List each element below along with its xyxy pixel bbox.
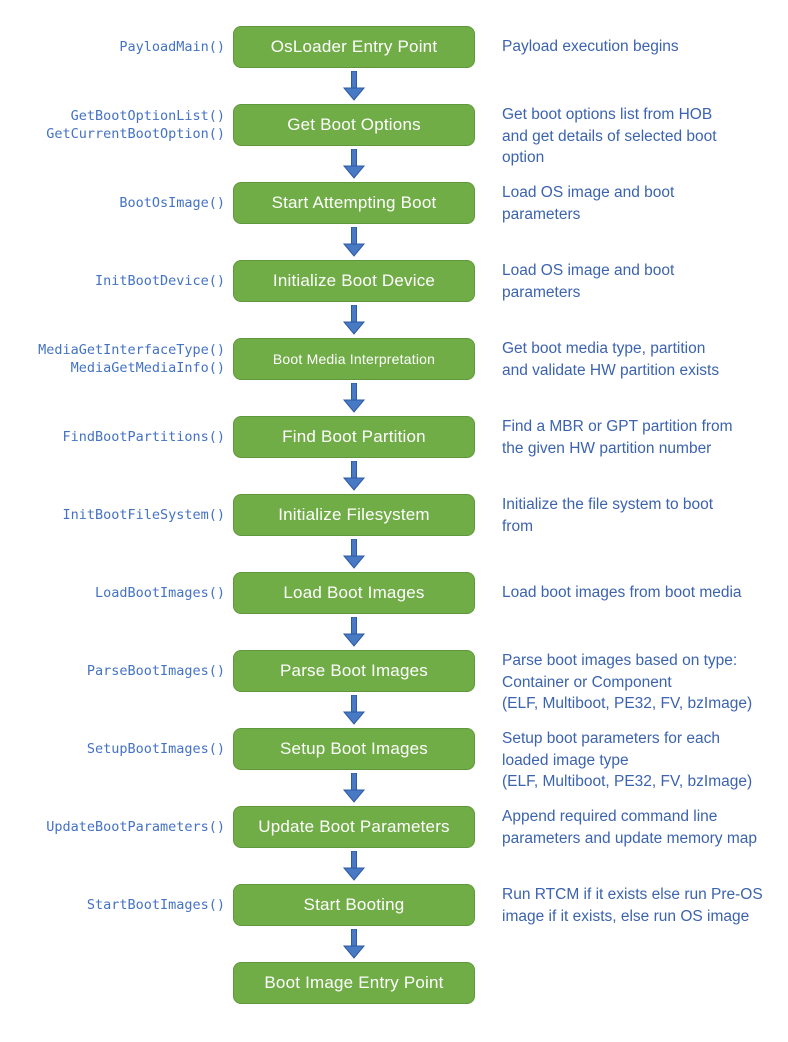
flow-row: SetupBootImages() Setup Boot Images Setu… xyxy=(0,728,788,806)
function-name-label: SetupBootImages() xyxy=(86,741,225,757)
step-description: Parse boot images based on type: Contain… xyxy=(502,652,753,712)
flow-row: InitBootFileSystem() Initialize Filesyst… xyxy=(0,494,788,572)
flow-step-label: Load Boot Images xyxy=(283,583,425,602)
flow-step-box: Initialize Boot Device xyxy=(233,260,475,302)
step-description: Run RTCM if it exists else run Pre-OS im… xyxy=(502,886,763,925)
flow-row: GetBootOptionList() GetCurrentBootOption… xyxy=(0,104,788,182)
flow-step-label: Start Attempting Boot xyxy=(271,193,437,212)
down-arrow-icon xyxy=(342,929,366,959)
flow-step-label: Get Boot Options xyxy=(287,115,421,134)
flow-row: LoadBootImages() Load Boot Images Load b… xyxy=(0,572,788,650)
flow-step-column: Boot Media Interpretation xyxy=(233,338,475,413)
flow-step-column: Load Boot Images xyxy=(233,572,475,647)
function-name-label xyxy=(0,962,225,1004)
step-description: Append required command line parameters … xyxy=(502,808,758,847)
function-name-label: BootOsImage() xyxy=(119,195,225,211)
flow-step-box: OsLoader Entry Point xyxy=(233,26,475,68)
flow-step-label: Find Boot Partition xyxy=(282,427,426,446)
flow-step-box: Get Boot Options xyxy=(233,104,475,146)
step-description: Initialize the file system to boot from xyxy=(502,496,714,535)
step-description: Setup boot parameters for each loaded im… xyxy=(502,730,753,790)
step-description xyxy=(502,962,784,1004)
flow-step-label: Boot Image Entry Point xyxy=(264,973,444,992)
flow-step-box: Start Attempting Boot xyxy=(233,182,475,224)
flow-row: Boot Image Entry Point xyxy=(0,962,788,1040)
function-name-label: MediaGetInterfaceType() MediaGetMediaInf… xyxy=(38,342,225,376)
flow-step-label: Initialize Filesystem xyxy=(278,505,430,524)
flow-step-column: Initialize Boot Device xyxy=(233,260,475,335)
function-name-label: UpdateBootParameters() xyxy=(46,819,225,835)
step-description: Payload execution begins xyxy=(502,38,679,56)
step-description: Find a MBR or GPT partition from the giv… xyxy=(502,418,733,457)
step-description: Get boot media type, partition and valid… xyxy=(502,340,720,379)
flow-row: ParseBootImages() Parse Boot Images Pars… xyxy=(0,650,788,728)
step-description: Load OS image and boot parameters xyxy=(502,184,675,223)
flow-step-box: Initialize Filesystem xyxy=(233,494,475,536)
flow-row: BootOsImage() Start Attempting Boot Load… xyxy=(0,182,788,260)
flow-step-column: Get Boot Options xyxy=(233,104,475,179)
down-arrow-icon xyxy=(342,71,366,101)
flow-step-column: Start Booting xyxy=(233,884,475,959)
flow-row: StartBootImages() Start Booting Run RTCM… xyxy=(0,884,788,962)
down-arrow-icon xyxy=(342,149,366,179)
function-name-label: FindBootPartitions() xyxy=(62,429,225,445)
flow-step-box: Load Boot Images xyxy=(233,572,475,614)
function-name-label: StartBootImages() xyxy=(86,897,225,913)
down-arrow-icon xyxy=(342,227,366,257)
flow-step-label: Update Boot Parameters xyxy=(258,817,450,836)
flow-step-box: Find Boot Partition xyxy=(233,416,475,458)
function-name-label: ParseBootImages() xyxy=(86,663,225,679)
down-arrow-icon xyxy=(342,773,366,803)
flow-step-box: Boot Image Entry Point xyxy=(233,962,475,1004)
flow-step-box: Start Booting xyxy=(233,884,475,926)
flow-step-label: OsLoader Entry Point xyxy=(270,37,438,56)
flow-step-box: Boot Media Interpretation xyxy=(233,338,475,380)
down-arrow-icon xyxy=(342,539,366,569)
flow-step-column: OsLoader Entry Point xyxy=(233,26,475,101)
down-arrow-icon xyxy=(342,461,366,491)
step-description: Load OS image and boot parameters xyxy=(502,262,675,301)
flow-step-box: Setup Boot Images xyxy=(233,728,475,770)
down-arrow-icon xyxy=(342,383,366,413)
down-arrow-icon xyxy=(342,851,366,881)
flow-step-column: Update Boot Parameters xyxy=(233,806,475,881)
flow-step-box: Update Boot Parameters xyxy=(233,806,475,848)
flow-step-label: Start Booting xyxy=(303,895,405,914)
flow-step-label: Boot Media Interpretation xyxy=(272,351,436,367)
flow-step-column: Find Boot Partition xyxy=(233,416,475,491)
flow-step-label: Initialize Boot Device xyxy=(272,271,436,290)
function-name-label: InitBootDevice() xyxy=(94,273,225,289)
function-name-label: InitBootFileSystem() xyxy=(62,507,225,523)
flow-row: PayloadMain() OsLoader Entry Point Paylo… xyxy=(0,26,788,104)
function-name-label: GetBootOptionList() GetCurrentBootOption… xyxy=(46,108,225,142)
down-arrow-icon xyxy=(342,617,366,647)
flow-row: MediaGetInterfaceType() MediaGetMediaInf… xyxy=(0,338,788,416)
down-arrow-icon xyxy=(342,695,366,725)
flow-step-column: Parse Boot Images xyxy=(233,650,475,725)
down-arrow-icon xyxy=(342,305,366,335)
flow-row: InitBootDevice() Initialize Boot Device … xyxy=(0,260,788,338)
flow-step-column: Boot Image Entry Point xyxy=(233,962,475,1004)
flow-row: FindBootPartitions() Find Boot Partition… xyxy=(0,416,788,494)
flow-step-label: Parse Boot Images xyxy=(280,661,428,680)
step-description: Get boot options list from HOB and get d… xyxy=(502,106,717,166)
function-name-label: LoadBootImages() xyxy=(94,585,225,601)
flow-step-column: Start Attempting Boot xyxy=(233,182,475,257)
flow-step-column: Setup Boot Images xyxy=(233,728,475,803)
flow-step-column: Initialize Filesystem xyxy=(233,494,475,569)
step-description: Load boot images from boot media xyxy=(502,584,742,602)
flow-row: UpdateBootParameters() Update Boot Param… xyxy=(0,806,788,884)
function-name-label: PayloadMain() xyxy=(119,39,225,55)
flow-step-box: Parse Boot Images xyxy=(233,650,475,692)
flow-step-label: Setup Boot Images xyxy=(280,739,428,758)
